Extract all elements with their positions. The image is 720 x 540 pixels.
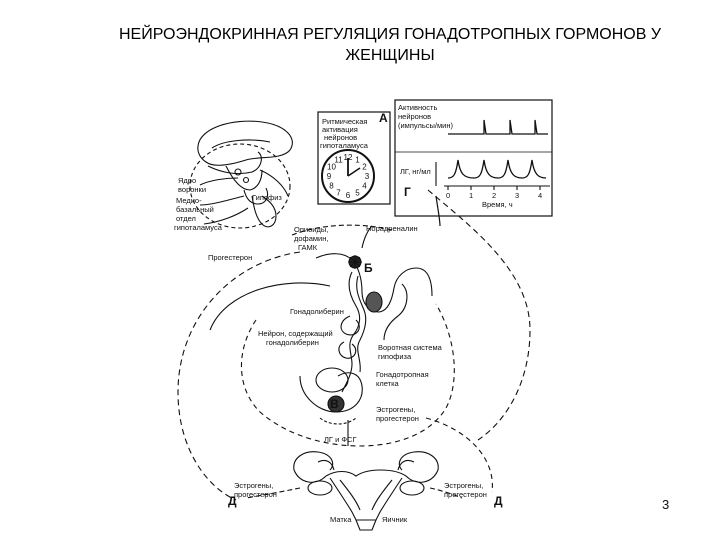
pituitary-body — [299, 253, 433, 425]
label-mediobasal-4: гипоталамуса — [174, 223, 223, 232]
label-rhythmic-1: Ритмическая — [322, 117, 367, 126]
label-nuclei-2: воронки — [178, 185, 206, 194]
label-rhythmic-3: нейронов — [324, 133, 357, 142]
page-number: 3 — [662, 497, 670, 512]
hypothalamus-dashed-region — [189, 143, 291, 229]
label-opioids-2: дофамин, — [294, 234, 328, 243]
label-estrogens-right-1: Эстрогены, — [444, 481, 483, 490]
marker-g: Г — [404, 185, 411, 199]
label-lh-fsh: ЛГ и ФСГ — [324, 435, 357, 444]
clock-numeral: 9 — [327, 172, 332, 181]
label-rhythmic-2: активация — [322, 125, 358, 134]
title-line-1: НЕЙРОЭНДОКРИННАЯ РЕГУЛЯЦИЯ ГОНАДОТРОПНЫХ… — [118, 26, 661, 43]
label-gonadotropic-1: Гонадотропная — [376, 370, 429, 379]
label-mediobasal-3: отдел — [176, 214, 196, 223]
marker-a: А — [379, 111, 388, 125]
label-estrogen-prog-2: прогестерон — [376, 414, 419, 423]
clock-icon — [321, 149, 375, 203]
clock-numeral: 8 — [329, 182, 334, 191]
label-portal-2: гипофиза — [378, 352, 412, 361]
clock-numeral: 11 — [334, 156, 343, 165]
clock-numeral: 2 — [362, 163, 367, 172]
feedback-loop-right — [427, 189, 531, 441]
marker-b: Б — [364, 261, 373, 275]
dark-lobe — [365, 291, 383, 313]
clock-numeral: 12 — [344, 153, 353, 162]
clock-numeral: 10 — [327, 163, 336, 172]
label-time-axis: Время, ч — [482, 200, 513, 209]
label-progesterone: Прогестерон — [208, 253, 252, 262]
label-gonadotropic-2: клетка — [376, 379, 400, 388]
label-gonadoliberin: Гонадолиберин — [290, 307, 344, 316]
label-opioids-3: ГАМК — [298, 243, 318, 252]
lh-pulse-trace — [447, 159, 547, 179]
title-line-2: ЖЕНЩИНЫ — [345, 47, 435, 64]
label-estrogens-right-2: прогестерон — [444, 490, 487, 499]
label-activity-3: (импульсы/мин) — [398, 121, 453, 130]
label-activity-2: нейронов — [398, 112, 431, 121]
label-nuclei-1: Ядро — [178, 176, 196, 185]
label-rhythmic-4: гипоталамуса — [320, 141, 369, 150]
tick-4: 4 — [538, 191, 542, 200]
tick-0: 0 — [446, 191, 450, 200]
label-mediobasal-1: Медио- — [176, 196, 202, 205]
label-noradrenaline: Норадреналин — [366, 224, 418, 233]
tick-2: 2 — [492, 191, 496, 200]
label-estrogens-left-1: Эстрогены, — [234, 481, 273, 490]
clock-numeral: 5 — [355, 189, 360, 198]
label-activity-1: Активность — [398, 103, 437, 112]
tick-3: 3 — [515, 191, 519, 200]
neuron-activity-trace — [448, 119, 548, 135]
label-estrogen-prog-1: Эстрогены, — [376, 405, 415, 414]
clock-numeral: 6 — [346, 191, 351, 200]
label-hypophysis: Гипофиз — [252, 193, 282, 202]
label-mediobasal-2: базальный — [176, 205, 214, 214]
label-ovary: Яичник — [382, 515, 408, 524]
page-title: НЕЙРОЭНДОКРИННАЯ РЕГУЛЯЦИЯ ГОНАДОТРОПНЫХ… — [60, 24, 720, 66]
marker-d-right: Д — [494, 494, 503, 508]
label-neuron-1: Нейрон, содержащий — [258, 329, 333, 338]
label-portal-1: Воротная система — [378, 343, 443, 352]
gonadotropic-cell-nucleus — [327, 395, 345, 413]
brain-sketch — [197, 120, 293, 228]
diagram-labels: Ядро воронки Медио- базальный отдел гипо… — [174, 103, 542, 524]
tick-1: 1 — [469, 191, 473, 200]
label-estrogens-left-2: прогестерон — [234, 490, 277, 499]
label-neuron-2: гонадолиберин — [266, 338, 319, 347]
feedback-loop-inner — [240, 303, 455, 447]
marker-v: В — [330, 397, 339, 411]
clock-numeral: 1 — [355, 156, 360, 165]
feedback-loop-left — [177, 251, 301, 501]
clock-numeral: 3 — [365, 172, 370, 181]
label-uterus: Матка — [330, 515, 352, 524]
marker-d-left: Д — [228, 494, 237, 508]
pulse-graph-panel — [394, 99, 553, 217]
label-opioids-1: Опиоиды, — [294, 225, 328, 234]
clock-numeral: 4 — [362, 182, 367, 191]
uterus-ovaries — [293, 451, 439, 531]
label-lh-units: ЛГ, нг/мл — [400, 167, 431, 176]
clock-numeral: 7 — [336, 189, 341, 198]
